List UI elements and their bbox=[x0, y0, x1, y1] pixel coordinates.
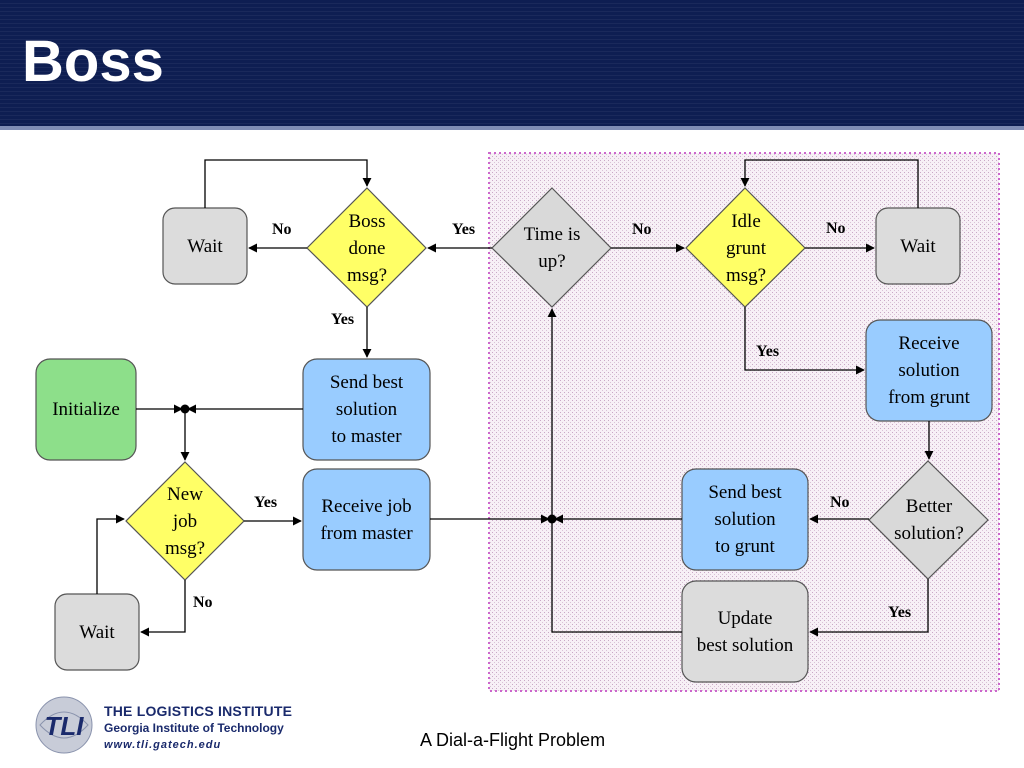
send-best-grunt-label: Send best solution to grunt bbox=[708, 482, 782, 557]
send-best-master-label: Send best solution to master bbox=[329, 372, 404, 447]
edge-label-better-yes: Yes bbox=[888, 604, 912, 621]
update-best-label: Update best solution bbox=[696, 607, 794, 656]
idle-grunt-label: Idle grunt msg? bbox=[725, 210, 767, 286]
edge-label-newjob-no: No bbox=[193, 594, 213, 611]
receive-job-master-label: Receive job from master bbox=[320, 495, 413, 544]
edge-update-to-junction bbox=[551, 522, 682, 633]
edge-wait-loop-top bbox=[204, 159, 372, 208]
receive-solution-grunt-label: Receive solution from grunt bbox=[888, 333, 970, 408]
edge-label-newjob-yes: Yes bbox=[254, 494, 278, 511]
logo-title: THE LOGISTICS INSTITUTE bbox=[104, 703, 293, 719]
better-solution-label: Better solution? bbox=[894, 496, 964, 544]
edge-wait-loop-right bbox=[740, 159, 919, 208]
slide-title: Boss bbox=[22, 29, 164, 94]
edge-label-boss-yes-down: Yes bbox=[331, 311, 355, 328]
edge-wait-loop-bottom bbox=[96, 514, 125, 594]
junction-left bbox=[180, 404, 190, 414]
edge-label-boss-yes-in: Yes bbox=[452, 221, 476, 238]
svg-text:TLI: TLI bbox=[45, 711, 85, 741]
wait-label-bottom-left: Wait bbox=[79, 621, 115, 643]
boss-done-label: Boss done msg? bbox=[346, 210, 388, 286]
junction-center bbox=[547, 514, 557, 524]
edge-label-better-no: No bbox=[830, 494, 850, 511]
edge-label-idle-yes: Yes bbox=[756, 343, 780, 360]
footer-caption: A Dial-a-Flight Problem bbox=[420, 730, 606, 750]
wait-label-right: Wait bbox=[900, 235, 936, 257]
edge-better-yes bbox=[809, 579, 929, 637]
tli-logo-icon: TLI bbox=[35, 696, 93, 754]
wait-label-top-left: Wait bbox=[187, 235, 223, 257]
title-underline bbox=[0, 126, 1024, 130]
edge-label-idle-no: No bbox=[826, 220, 846, 237]
logo-subtitle: Georgia Institute of Technology bbox=[104, 721, 284, 735]
edge-label-time-no: No bbox=[632, 221, 652, 238]
time-is-up-diamond bbox=[491, 187, 612, 308]
edge-idle-yes bbox=[744, 307, 865, 375]
new-job-label: New job msg? bbox=[164, 483, 206, 559]
edge-newjob-no bbox=[140, 580, 186, 637]
logo-url: www.tli.gatech.edu bbox=[104, 739, 222, 751]
title-bar bbox=[0, 0, 1024, 128]
edge-label-boss-no: No bbox=[272, 221, 292, 238]
initialize-label: Initialize bbox=[52, 399, 120, 420]
time-is-up-label: Time is up? bbox=[523, 224, 581, 272]
